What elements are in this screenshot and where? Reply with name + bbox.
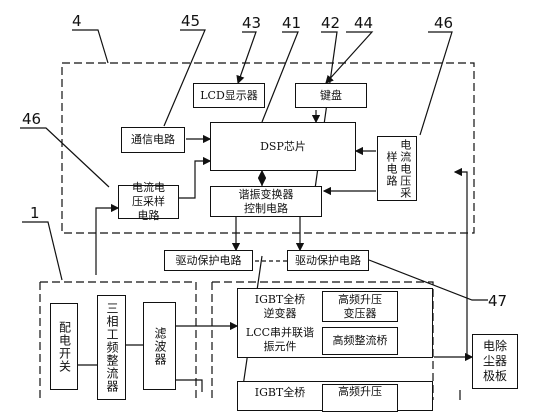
keyboard-block: 键盘	[295, 83, 367, 108]
igbt-inverter-1-block: IGBT全桥逆变器	[242, 293, 318, 321]
label-46-right: 46	[434, 14, 454, 32]
label-1: 1	[30, 204, 40, 222]
hv-transformer-2-block: 高频升压	[322, 384, 398, 412]
communication-circuit-block: 通信电路	[121, 127, 185, 153]
label-41: 41	[282, 14, 302, 32]
label-45: 45	[181, 12, 201, 30]
connection-lines	[20, 29, 488, 400]
filter-block: 滤波器	[143, 302, 176, 390]
esp-plate-block: 电除尘器极板	[472, 334, 518, 389]
main-circuit-boundary	[211, 281, 434, 400]
resonant-converter-control-block: 谐振变换器控制电路	[210, 186, 322, 217]
label-4: 4	[72, 12, 82, 30]
dsp-chip-block: DSP芯片	[210, 122, 356, 171]
label-43: 43	[242, 14, 262, 32]
converter-stage-2: IGBT全桥 高频升压	[237, 381, 433, 412]
power-unit-boundary	[39, 281, 197, 400]
converter-stage-1: IGBT全桥逆变器 高频升压变压器 LCC串并联谐振元件 高频整流桥	[237, 288, 433, 358]
three-phase-rectifier-block: 三相工频整流器	[97, 295, 126, 400]
distribution-switch-block: 配电开关	[50, 303, 78, 390]
control-unit-boundary	[61, 62, 475, 234]
hv-transformer-1-block: 高频升压变压器	[322, 291, 398, 322]
label-47: 47	[488, 292, 508, 310]
lcd-display-block: LCD显示器	[193, 83, 265, 108]
drive-protection-right-block: 驱动保护电路	[287, 250, 369, 271]
hf-rectifier-bridge-block: 高频整流桥	[322, 327, 398, 355]
label-44: 44	[354, 14, 374, 32]
sampling-circuit-right-block: 电流电压采样电路	[377, 136, 417, 201]
sampling-circuit-left-block: 电流电压采样电路	[118, 181, 179, 222]
igbt-inverter-2-block: IGBT全桥	[242, 386, 318, 408]
drive-protection-left-block: 驱动保护电路	[164, 250, 253, 271]
lcc-resonant-element-block: LCC串并联谐振元件	[242, 325, 318, 355]
label-46-left: 46	[22, 110, 42, 128]
label-42: 42	[321, 14, 341, 32]
